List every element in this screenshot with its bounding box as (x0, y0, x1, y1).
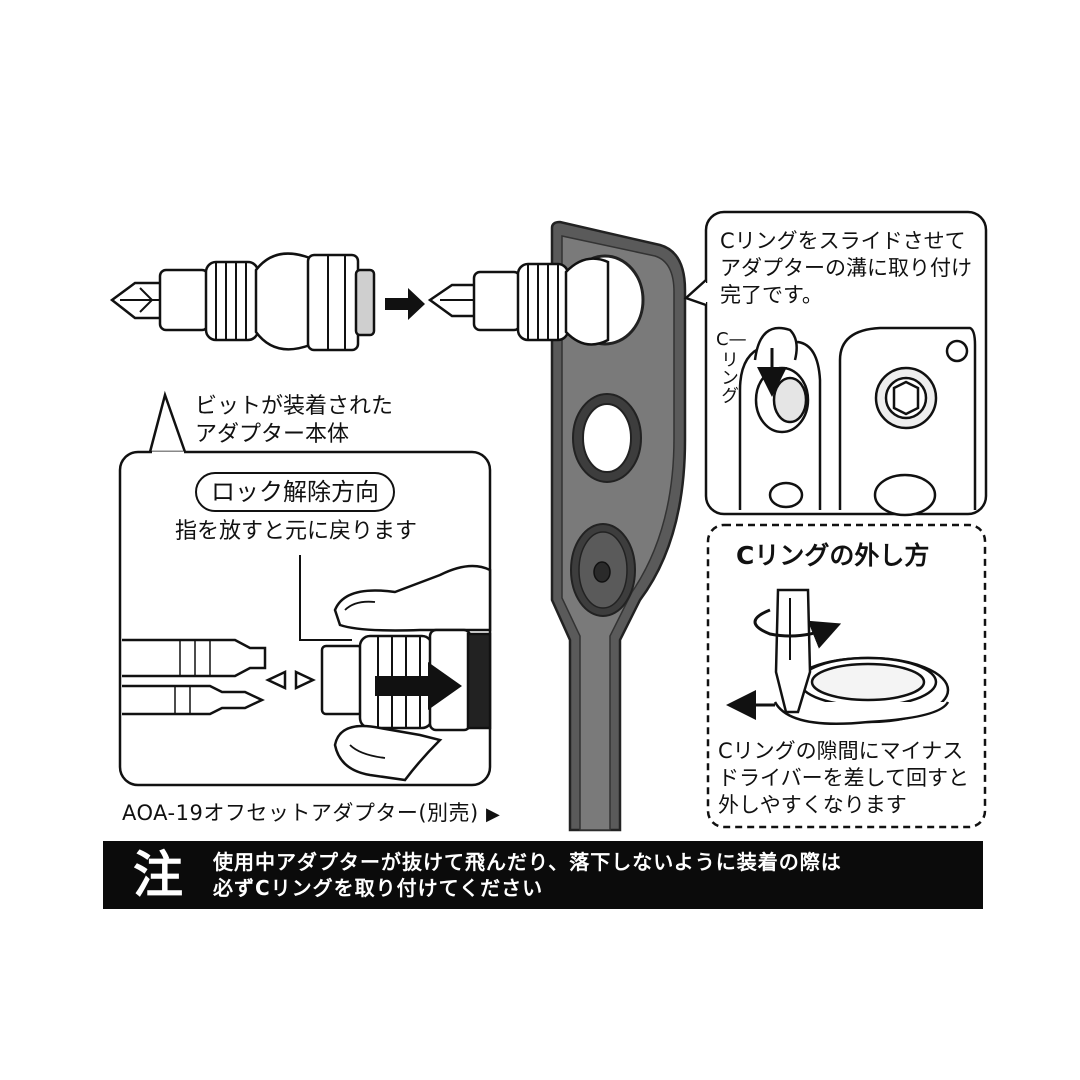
c-ring-removal-line-2: ドライバーを差して回すと (718, 765, 969, 792)
wrench-hole-middle-inner (583, 404, 631, 472)
mount-direction-arrow (385, 288, 425, 320)
c-ring-label-c: C— (716, 330, 747, 350)
lock-release-note: 指を放すと元に戻ります (175, 518, 417, 546)
bit-holder-right (474, 272, 520, 330)
c-ring-removal-title: Cリングの外し方 (736, 536, 929, 572)
c-ring-part-label: C— リング (716, 330, 747, 404)
part-number-text: AOA-19オフセットアダプター(別売) ▶ (122, 797, 500, 827)
wrench-pin-hole (594, 562, 610, 582)
adapter-unmounted (112, 254, 374, 350)
adapter-sleeve-ribs-left (206, 262, 258, 340)
caution-line-2: 必ずCリングを取り付けてください (213, 875, 842, 901)
bit-holder-left (160, 270, 208, 330)
c-ring-callout-line-2: アダプターの溝に取り付け (720, 255, 972, 282)
adapter-collar-left (308, 255, 358, 350)
c-ring-left (356, 270, 374, 335)
adapter-callout-pointer (150, 395, 185, 452)
part-number-label: AOA-19オフセットアダプター(別売) (122, 801, 479, 825)
adapter-shaft (322, 646, 362, 714)
adapter-callout-text: ビットが装着された アダプター本体 (195, 393, 393, 449)
caution-mark: 注 (133, 845, 183, 905)
c-ring-label-vertical: リング (718, 350, 738, 404)
c-ring-removal-line-3: 外しやすくなります (718, 792, 969, 819)
part-number-arrow: ▶ (486, 804, 500, 825)
c-ring-callout-line-3: 完了です。 (720, 282, 972, 309)
caution-bar: 注 使用中アダプターが抜けて飛んだり、落下しないように装着の際は 必ずCリングを… (103, 841, 983, 909)
c-ring-removal-text: Cリングの隙間にマイナス ドライバーを差して回すと 外しやすくなります (718, 738, 969, 819)
adapter-callout-line-1: ビットが装着された (195, 393, 393, 421)
c-ring-callout-line-1: Cリングをスライドさせて (720, 228, 972, 255)
lock-release-label: ロック解除方向 (195, 472, 395, 512)
caution-text: 使用中アダプターが抜けて飛んだり、落下しないように装着の際は 必ずCリングを取り… (213, 849, 842, 901)
c-ring-callout-text: Cリングをスライドさせて アダプターの溝に取り付け 完了です。 (720, 228, 972, 309)
c-ring-mounting-detail (740, 328, 820, 510)
caution-line-1: 使用中アダプターが抜けて飛んだり、落下しないように装着の際は (213, 849, 842, 875)
adapter-mounted (430, 259, 608, 345)
adapter-neck-left (256, 254, 310, 350)
c-ring-panel-pointer (686, 280, 706, 305)
wrench-head-closeup (840, 328, 975, 515)
adapter-callout-line-2: アダプター本体 (195, 421, 393, 449)
c-ring-removal-line-1: Cリングの隙間にマイナス (718, 738, 969, 765)
